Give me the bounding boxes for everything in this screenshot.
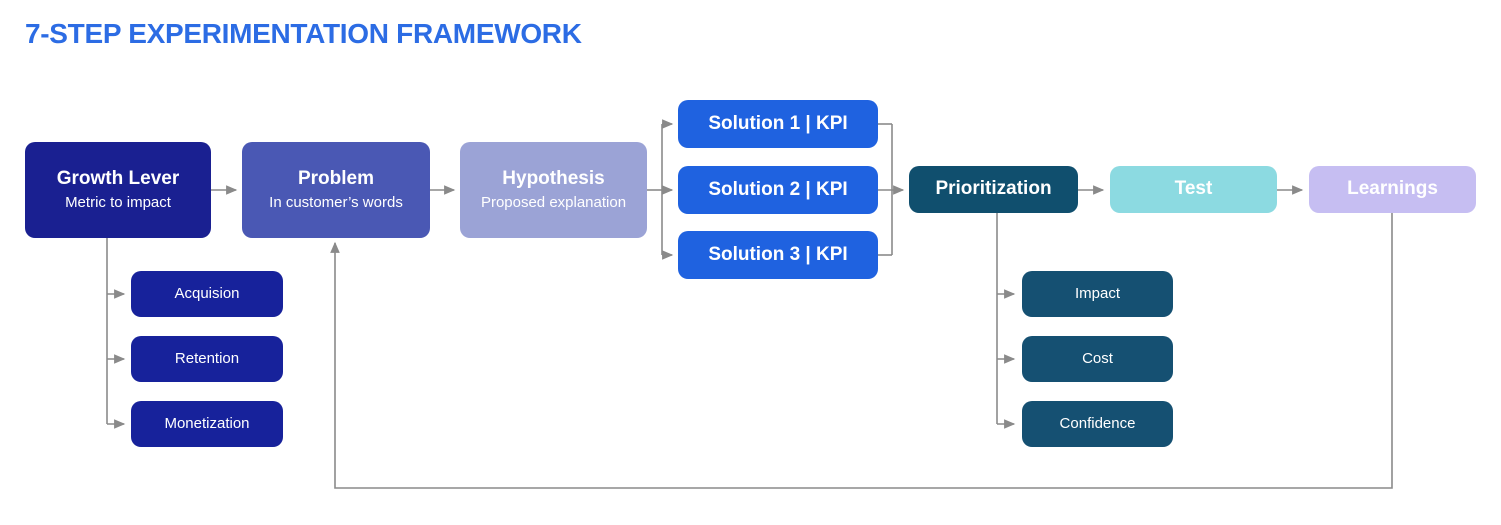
node-title: Confidence (1059, 415, 1136, 432)
node-impact[interactable]: Impact (1022, 271, 1173, 317)
node-subtitle: In customer’s words (269, 194, 403, 212)
node-confidence[interactable]: Confidence (1022, 401, 1173, 447)
node-title: Hypothesis (502, 167, 605, 189)
node-subtitle: Proposed explanation (480, 194, 627, 212)
node-problem[interactable]: Problem In customer’s words (242, 142, 430, 238)
node-monetization[interactable]: Monetization (131, 401, 283, 447)
node-title: Retention (174, 350, 240, 367)
node-title: Solution 2 | KPI (708, 178, 848, 200)
node-title: Solution 1 | KPI (708, 112, 848, 134)
node-solution-2[interactable]: Solution 2 | KPI (678, 166, 878, 214)
node-cost[interactable]: Cost (1022, 336, 1173, 382)
node-title: Monetization (164, 415, 250, 432)
node-learnings[interactable]: Learnings (1309, 166, 1476, 213)
node-solution-1[interactable]: Solution 1 | KPI (678, 100, 878, 148)
node-title: Learnings (1347, 178, 1438, 200)
page-title: 7-STEP EXPERIMENTATION FRAMEWORK (25, 18, 582, 49)
node-acquision[interactable]: Acquision (131, 271, 283, 317)
node-growth-lever[interactable]: Growth Lever Metric to impact (25, 142, 211, 238)
node-solution-3[interactable]: Solution 3 | KPI (678, 231, 878, 279)
node-subtitle: Metric to impact (65, 194, 171, 212)
node-title: Test (1174, 178, 1213, 200)
node-retention[interactable]: Retention (131, 336, 283, 382)
node-title: Problem (297, 167, 375, 189)
node-title: Prioritization (935, 178, 1052, 200)
node-title: Impact (1074, 285, 1120, 302)
node-prioritization[interactable]: Prioritization (909, 166, 1078, 213)
node-test[interactable]: Test (1110, 166, 1277, 213)
node-hypothesis[interactable]: Hypothesis Proposed explanation (460, 142, 647, 238)
node-title: Growth Lever (56, 167, 180, 189)
node-title: Solution 3 | KPI (708, 243, 848, 265)
node-title: Acquision (174, 285, 240, 302)
node-title: Cost (1082, 350, 1113, 367)
